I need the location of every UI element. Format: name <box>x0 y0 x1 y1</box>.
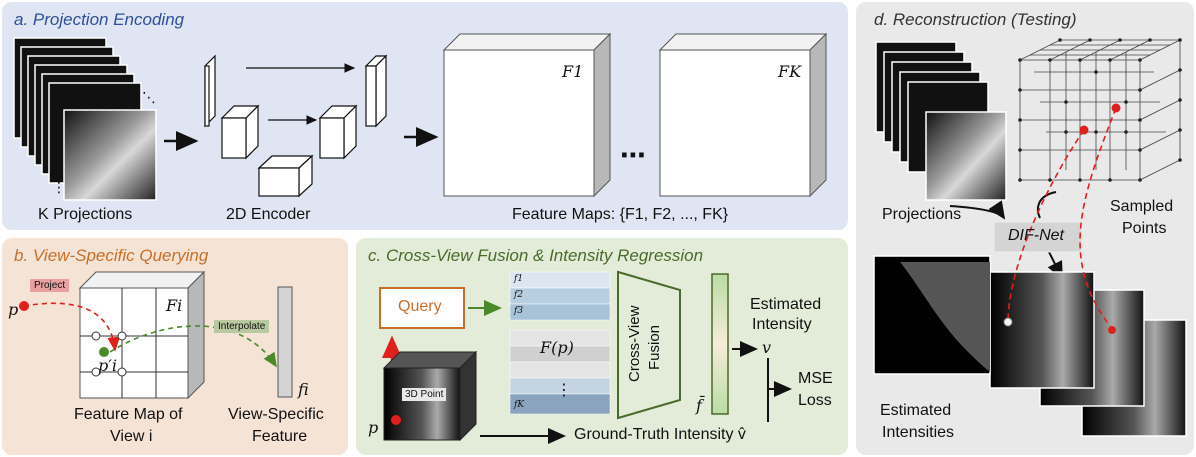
intensity-label: Intensity <box>752 316 812 333</box>
feature-dots: ⋮ <box>556 382 572 399</box>
ct-point-p-label: p <box>368 418 379 437</box>
query-label: Query <box>398 298 442 315</box>
fk-label: FK <box>778 62 802 81</box>
feature-map-f1 <box>442 32 612 198</box>
feature-map-fk <box>658 32 828 198</box>
testing-projection-stack <box>875 41 1007 201</box>
estimated-intensities-label-2: Intensities <box>882 424 955 441</box>
view-specific-feature-bar <box>277 286 293 398</box>
projected-point <box>99 347 109 357</box>
svg-text:⋮: ⋮ <box>52 179 66 195</box>
panel-a-title: a. Projection Encoding <box>14 10 185 29</box>
view-i-label: View i <box>110 428 153 445</box>
ct-output-stack <box>873 255 1187 437</box>
feature-stack <box>509 271 611 415</box>
projections-label: K Projections <box>38 206 133 223</box>
fusion-block <box>617 270 681 420</box>
estimated-intensities-label-1: Estimated <box>880 402 952 419</box>
fusion-label-2: Fusion <box>646 324 663 370</box>
v-label: v <box>762 338 772 357</box>
fused-feature-bar <box>711 273 729 415</box>
fp-label: F(p) <box>540 338 574 357</box>
sample-path-1 <box>1007 129 1085 321</box>
interpolate-curve <box>109 325 277 368</box>
arrow-points-to-difnet <box>1037 191 1057 219</box>
loss-label: Loss <box>798 392 832 409</box>
svg-text:⋱: ⋱ <box>142 89 156 105</box>
query-point-p <box>19 301 29 311</box>
grid-nodes <box>1018 38 1182 182</box>
query-box <box>379 287 465 329</box>
difnet-box <box>993 221 1083 253</box>
mse-label: MSE <box>798 370 833 387</box>
view-specific-label: View-Specific <box>228 406 324 423</box>
fk-vec-label: fK <box>514 400 525 410</box>
f2-vec-label: f2 <box>514 290 524 300</box>
sampled-points-grid <box>1019 39 1181 181</box>
projection-stack: ⋱ ⋮ <box>13 37 157 201</box>
testing-projections-label: Projections <box>882 206 962 223</box>
panel-d-title: d. Reconstruction (Testing) <box>874 10 1077 29</box>
3d-point-tag: 3D Point <box>402 388 447 401</box>
point-p-label: p <box>8 300 19 319</box>
project-tag: Project <box>30 279 70 292</box>
difnet-label: DIF-Net <box>1008 227 1064 244</box>
feature-map-of-label: Feature Map of <box>74 406 183 423</box>
estimated-label: Estimated <box>750 296 822 313</box>
encoder-label: 2D Encoder <box>226 206 311 223</box>
interpolate-tag: Interpolate <box>214 320 270 333</box>
panel-c-title: c. Cross-View Fusion & Intensity Regress… <box>368 246 704 265</box>
points-label: Points <box>1122 220 1167 237</box>
feature-maps-label: Feature Maps: {F1, F2, ..., FK} <box>512 206 729 223</box>
f1-vec-label: f1 <box>514 274 524 284</box>
sampled-label: Sampled <box>1110 198 1174 215</box>
ground-truth-label: Ground-Truth Intensity v̂ <box>574 426 746 443</box>
f1-label: F1 <box>562 62 584 81</box>
estimated-point-2 <box>1108 326 1116 334</box>
feature-label: Feature <box>252 428 308 445</box>
estimated-point-1 <box>1003 317 1013 327</box>
fusion-label-1: Cross-View <box>626 305 643 382</box>
fbar-label: f̄ <box>696 396 702 415</box>
encoder-blocks <box>204 54 388 198</box>
project-curve <box>23 302 121 352</box>
pi-label: p′i <box>98 356 117 375</box>
fi-map-label: Fi <box>166 296 183 315</box>
neighbor-points <box>91 331 127 377</box>
arrow-projections-to-difnet <box>949 200 1006 220</box>
ellipsis: ⋯ <box>620 140 646 170</box>
f3-vec-label: f3 <box>514 306 524 316</box>
panel-b-title: b. View-Specific Querying <box>14 246 209 265</box>
ct-volume-cube <box>382 350 478 442</box>
fi-vector-label: fi <box>298 380 309 399</box>
sample-path-2 <box>1079 107 1117 327</box>
